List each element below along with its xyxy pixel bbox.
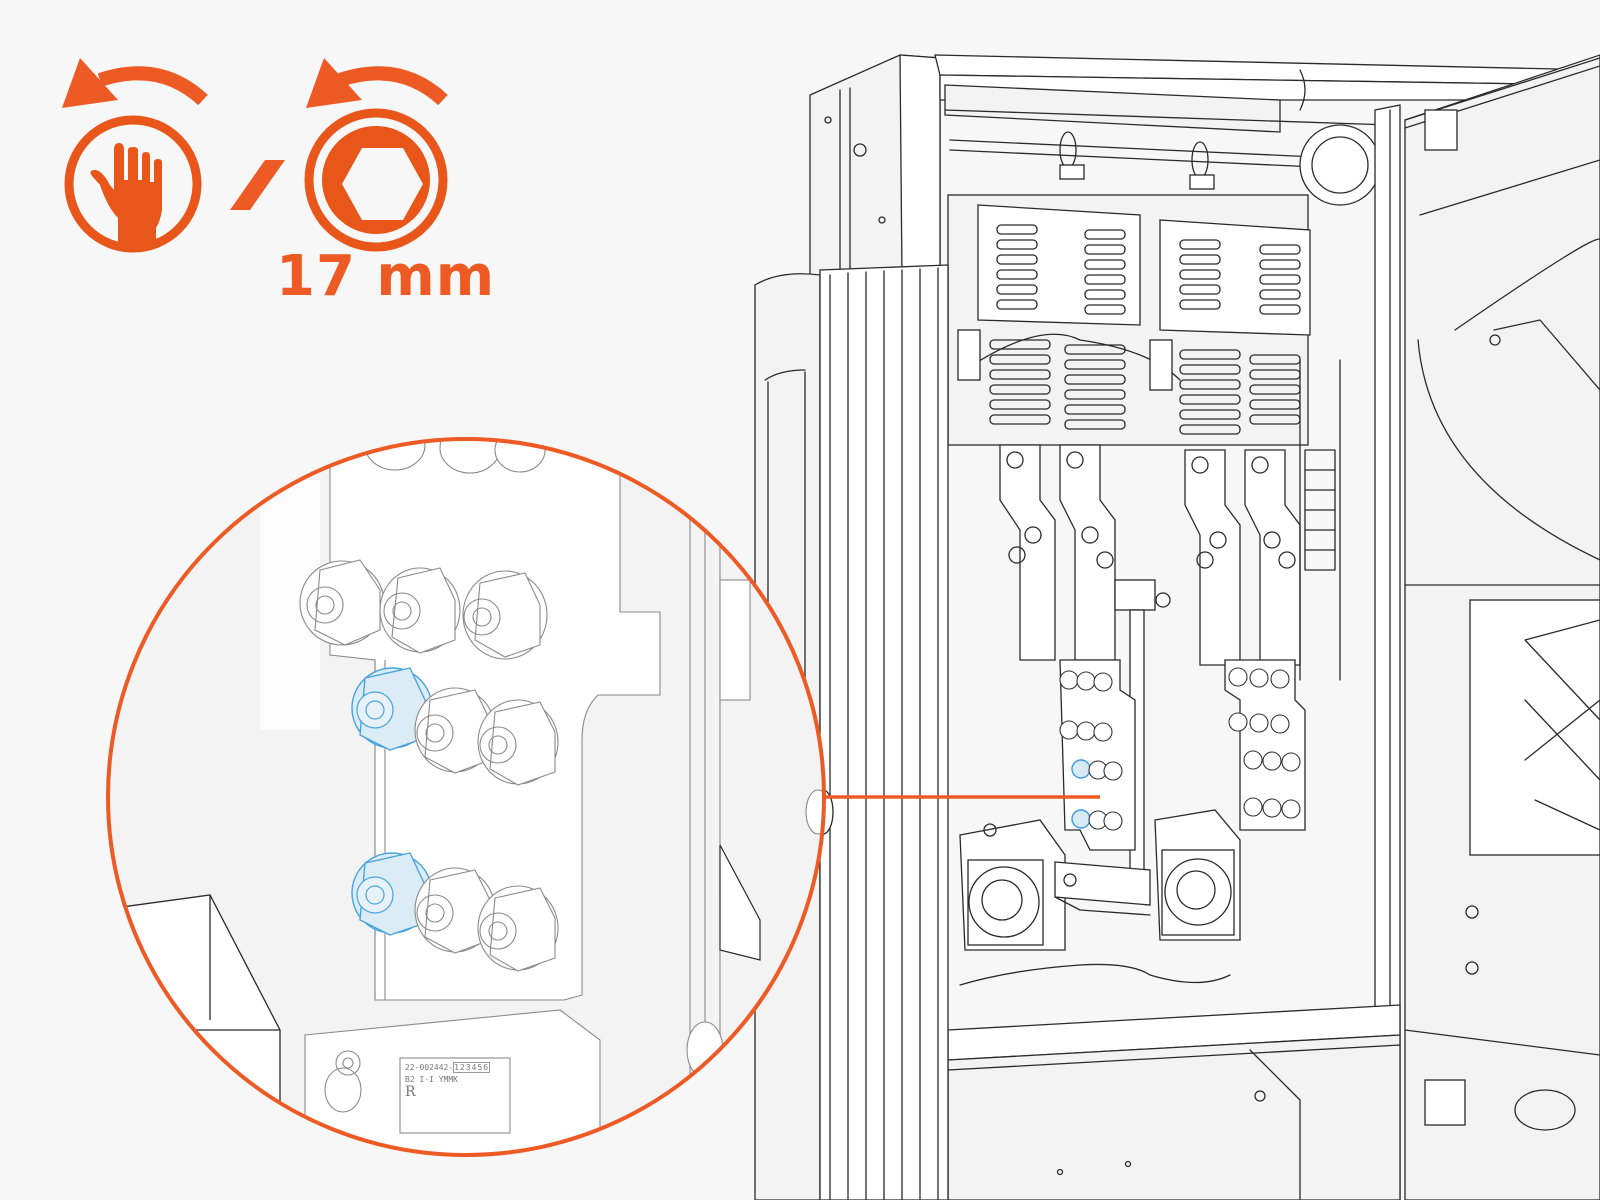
wrench-size-label: 17 mm (276, 244, 496, 309)
connector-strip (1304, 449, 1336, 571)
callout-circle-border (106, 437, 826, 1157)
highlighted-nut-upper-small (1071, 759, 1091, 779)
terminal-plate-center (1059, 659, 1136, 851)
counterclockwise-arrow-icon (62, 58, 118, 108)
label-plate-line3: R (405, 1084, 416, 1100)
counterclockwise-arrow-icon (306, 58, 362, 108)
turn-with-wrench-icon (304, 58, 448, 252)
label-plate-code: 22-002442- (405, 1063, 454, 1072)
cabinet-frame (809, 54, 1600, 1200)
nut-row-3 (351, 667, 559, 786)
highlighted-nut-lower (351, 852, 433, 936)
nut-row-4 (351, 852, 559, 972)
highlighted-nut-lower-small (1071, 809, 1091, 829)
highlighted-nut-upper (351, 667, 433, 751)
hex-socket-icon (342, 148, 423, 220)
cooling-fans (959, 809, 1241, 951)
nut-row-2 (299, 559, 548, 660)
terminal-plate-right (1224, 659, 1306, 831)
turn-by-hand-icon (62, 58, 208, 253)
cabinet-door (1404, 54, 1600, 1200)
label-plate-line2: B2 I-I YMMK (405, 1075, 458, 1084)
label-plate-boxes: 123456 (453, 1062, 491, 1073)
heatsink-modules (947, 194, 1311, 446)
or-separator (230, 160, 285, 210)
hand-icon (90, 143, 162, 248)
label-plate: 22-002442-123456 B2 I-I YMMK R (405, 1062, 510, 1100)
wire-harness (959, 963, 1231, 986)
zoom-callout-circle (106, 437, 826, 1157)
cabinet-bottom (947, 1004, 1401, 1200)
